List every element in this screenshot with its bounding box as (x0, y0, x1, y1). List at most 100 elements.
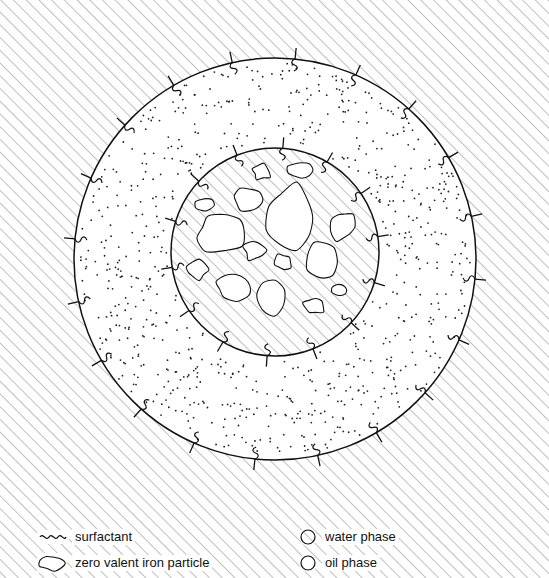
surfactant-tail (295, 48, 296, 59)
surfactant-molecule (263, 344, 271, 367)
oil-dot (299, 410, 301, 412)
oil-dot (460, 253, 462, 255)
oil-dot (292, 367, 294, 369)
surfactant-molecule (67, 296, 91, 307)
surfactant-tail (92, 360, 102, 366)
oil-dot (98, 188, 100, 190)
oil-dot (353, 366, 355, 368)
oil-dot (196, 386, 198, 388)
oil-dot (135, 384, 137, 386)
oil-dot (344, 111, 346, 113)
oil-dot (150, 286, 152, 288)
oil-dot (177, 173, 179, 175)
oil-dot (128, 328, 130, 330)
oil-dot (238, 425, 240, 427)
oil-dot (332, 158, 334, 160)
oil-dot (300, 114, 302, 116)
oil-dot (228, 101, 230, 103)
surfactant-molecule (306, 337, 320, 361)
iron-particle (216, 274, 250, 301)
oil-dot (171, 158, 173, 160)
surfactant-molecule (447, 332, 470, 347)
oil-dot (164, 197, 166, 199)
oil-dot (205, 105, 207, 107)
surfactant-molecule (459, 211, 483, 222)
oil-dot (392, 200, 394, 202)
oil-dot (332, 360, 334, 362)
oil-dot (387, 186, 389, 188)
oil-dot (118, 304, 120, 306)
oil-dot (381, 148, 383, 150)
oil-dot (195, 368, 197, 370)
oil-dot (258, 85, 260, 87)
oil-dot (191, 348, 193, 350)
oil-dot (87, 250, 89, 252)
oil-dot (404, 237, 406, 239)
oil-dot (431, 234, 433, 236)
iron-particle (197, 214, 245, 252)
oil-dot (172, 198, 174, 200)
oil-dot (314, 67, 316, 69)
surfactant-tail (356, 65, 360, 75)
oil-dots (80, 63, 471, 452)
oil-dot (224, 418, 226, 420)
surfactant-head (234, 154, 244, 167)
oil-dot (268, 425, 270, 427)
oil-dot (308, 370, 310, 372)
oil-dot (234, 434, 236, 436)
oil-dot (338, 375, 340, 377)
oil-dot (138, 250, 140, 252)
oil-dot (372, 301, 374, 303)
legend-text: surfactant (72, 529, 135, 545)
surfactant-tail (313, 349, 317, 359)
oil-dot (282, 70, 284, 72)
oil-dot (400, 259, 402, 261)
oil-dot (396, 250, 398, 252)
iron-particle (243, 242, 267, 261)
oil-dot (386, 132, 388, 134)
oil-dot (394, 373, 396, 375)
oil-dot (389, 341, 391, 343)
iron-particle (306, 242, 337, 278)
oil-dot (107, 207, 109, 209)
oil-dot (138, 260, 140, 262)
oil-dot (443, 200, 445, 202)
surfactant-head (100, 352, 113, 363)
oil-dot (404, 174, 406, 176)
oil-dot (152, 197, 154, 199)
oil-dot (193, 370, 195, 372)
oil-dot (213, 71, 215, 73)
oil-dot (154, 266, 156, 268)
oil-dot (285, 415, 287, 417)
oil-dot (277, 395, 279, 397)
oil-dot (257, 70, 259, 72)
oil-dot (153, 337, 155, 339)
oil-dot (372, 413, 374, 415)
surfactant-head (399, 107, 411, 120)
oil-dot (110, 224, 112, 226)
oil-dot (387, 366, 389, 368)
oil-dot (92, 201, 94, 203)
oil-dot (324, 411, 326, 413)
oil-dot (403, 282, 405, 284)
oil-dot (420, 202, 422, 204)
oil-dot (411, 189, 413, 191)
oil-dot (307, 449, 309, 451)
oil-dot (363, 337, 365, 339)
oil-dot (93, 195, 95, 197)
oil-dot (385, 227, 387, 229)
oil-dot (199, 156, 201, 158)
oil-dot (196, 366, 198, 368)
oil-dot (104, 255, 106, 257)
oil-dot (171, 196, 173, 198)
oil-dot (110, 357, 112, 359)
oil-dot (128, 327, 130, 329)
oil-dot (295, 91, 297, 93)
oil-dot (319, 75, 321, 77)
oil-dot (403, 320, 405, 322)
oil-dot (107, 288, 109, 290)
oil-dot (370, 360, 372, 362)
oil-dot (114, 305, 116, 307)
oil-dot (402, 181, 404, 183)
oil-dot (441, 166, 443, 168)
